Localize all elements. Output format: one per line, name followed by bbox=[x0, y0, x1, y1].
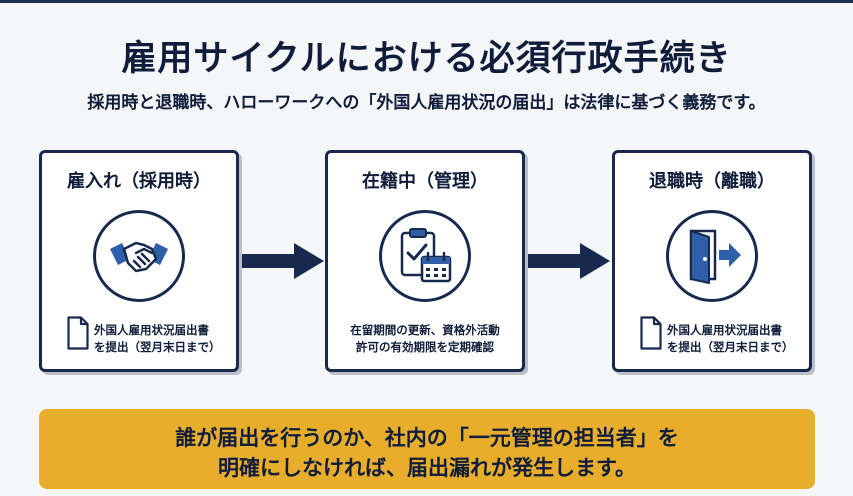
stage-card-employment: 在籍中（管理） 在留期間の更新、資格外活動 許可の有効期限を定期確認 bbox=[325, 150, 525, 372]
banner-line: 誰が届出を行うのか、社内の「一元管理の担当者」を bbox=[175, 426, 679, 450]
stage-description-line: 外国人雇用状況届出書 bbox=[94, 323, 209, 337]
document-icon bbox=[67, 316, 89, 350]
arrow-right-icon bbox=[242, 243, 324, 279]
handshake-icon bbox=[93, 210, 185, 302]
banner-line: 明確にしなければ、届出漏れが発生します。 bbox=[218, 456, 636, 480]
stage-description: 在留期間の更新、資格外活動 許可の有効期限を定期確認 bbox=[328, 322, 522, 356]
stage-description-line: を提出（翌月末日まで） bbox=[94, 340, 221, 354]
arrow-right-icon bbox=[528, 243, 610, 279]
top-border bbox=[0, 0, 853, 3]
stage-description-line: を提出（翌月末日まで） bbox=[667, 340, 794, 354]
stage-title: 退職時（離職） bbox=[649, 171, 775, 192]
warning-banner: 誰が届出を行うのか、社内の「一元管理の担当者」を 明確にしなければ、届出漏れが発… bbox=[39, 409, 815, 489]
stage-card-hiring: 雇入れ（採用時） 外国人雇用状況届出書 を提出（翌月末日まで） bbox=[39, 150, 239, 372]
stage-description: 外国人雇用状況届出書 を提出（翌月末日まで） bbox=[667, 322, 807, 356]
page-title: 雇用サイクルにおける必須行政手続き bbox=[121, 39, 732, 79]
stage-description-line: 外国人雇用状況届出書 bbox=[667, 323, 782, 337]
stage-description-line: 許可の有効期限を定期確認 bbox=[356, 340, 494, 354]
exit-door-icon bbox=[666, 210, 758, 302]
clipboard-calendar-icon bbox=[379, 210, 471, 302]
stage-description: 外国人雇用状況届出書 を提出（翌月末日まで） bbox=[94, 322, 234, 356]
stage-title: 雇入れ（採用時） bbox=[67, 171, 211, 192]
stage-title: 在籍中（管理） bbox=[362, 171, 488, 192]
stage-card-resignation: 退職時（離職） 外国人雇用状況届出書 を提出（翌月末日まで） bbox=[612, 150, 812, 372]
stage-description-line: 在留期間の更新、資格外活動 bbox=[350, 323, 500, 337]
page-subtitle: 採用時と退職時、ハローワークへの「外国人雇用状況の届出」は法律に基づく義務です。 bbox=[87, 93, 766, 113]
document-icon bbox=[640, 316, 662, 350]
